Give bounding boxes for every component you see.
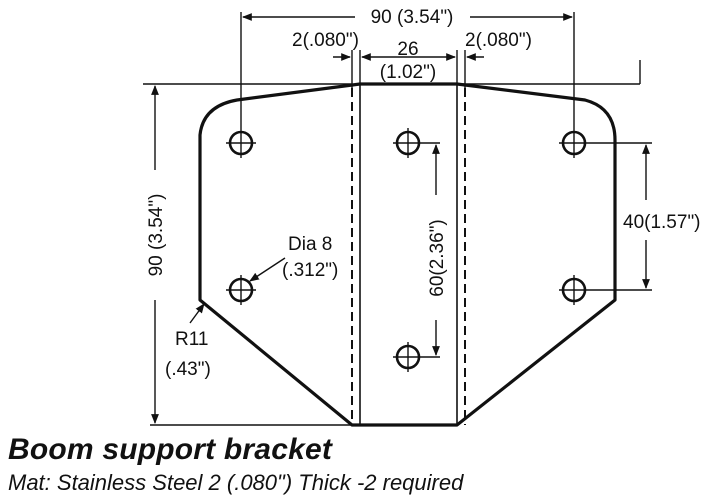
label-corner-radius-mm: R11 <box>175 329 208 350</box>
hole-bottom-left <box>226 275 256 305</box>
hole-top-center <box>393 128 440 158</box>
hole-top-left <box>226 128 256 158</box>
label-overall-width: 90 (3.54") <box>371 7 454 28</box>
dimension-flange-and-center <box>333 50 484 88</box>
dimension-overall-height <box>143 83 352 426</box>
dimension-overall-width <box>240 12 575 128</box>
label-flange-right: 2(.080") <box>465 30 532 51</box>
hole-bottom-center <box>393 342 440 372</box>
label-center-hole-spacing: 60(2.36") <box>427 219 448 297</box>
hole-top-right <box>559 128 652 158</box>
label-overall-height: 90 (3.54") <box>146 194 167 277</box>
label-side-hole-spacing: 40(1.57") <box>623 212 701 233</box>
label-corner-radius-in: (.43") <box>165 359 211 380</box>
leader-hole-diameter <box>249 257 286 282</box>
hole-bottom-right <box>559 275 652 305</box>
bracket-outline <box>198 82 617 427</box>
caption-subtitle: Mat: Stainless Steel 2 (.080") Thick -2 … <box>8 470 464 495</box>
label-center-width-mm: 26 <box>397 39 418 60</box>
label-hole-diameter-mm: Dia 8 <box>288 234 332 255</box>
leader-corner-radius <box>189 303 205 324</box>
label-center-width-in: (1.02") <box>380 62 436 83</box>
label-flange-left: 2(.080") <box>292 30 359 51</box>
caption-title: Boom support bracket <box>8 433 333 466</box>
label-hole-diameter-in: (.312") <box>282 260 338 281</box>
